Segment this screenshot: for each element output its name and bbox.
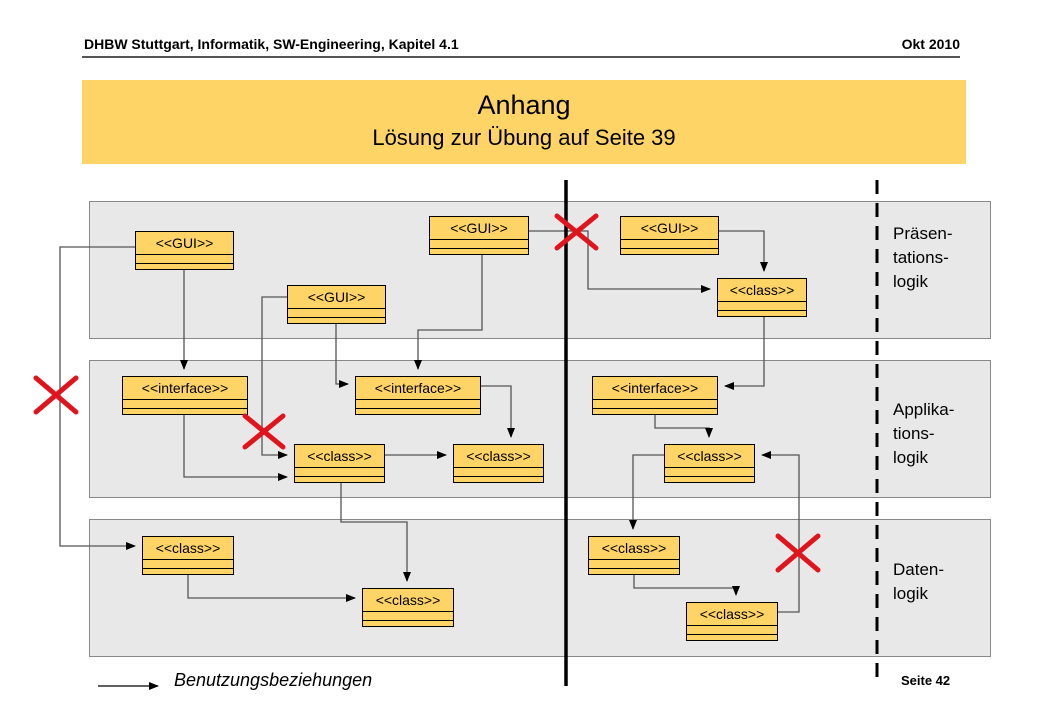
violation-cross-icon	[775, 533, 821, 573]
usage-arrow	[340, 483, 411, 582]
layer-label-application: Applika- tions- logik	[893, 400, 955, 467]
class-box: <<class>>	[294, 444, 385, 483]
usage-arrow	[761, 451, 800, 613]
class-name: <<GUI>>	[621, 217, 718, 240]
gui-class-box: <<GUI>>	[287, 285, 386, 324]
class-box: <<class>>	[588, 536, 680, 575]
layer-band-presentation	[89, 201, 991, 339]
class-box: <<class>>	[664, 444, 755, 483]
usage-arrow	[59, 246, 136, 550]
header-divider	[82, 56, 960, 58]
class-box: <<class>>	[142, 536, 234, 575]
class-name: <<class>>	[454, 445, 543, 468]
class-name: <<interface>>	[123, 377, 247, 400]
page-subtitle: Lösung zur Übung auf Seite 39	[372, 125, 676, 150]
class-name: <<GUI>>	[430, 217, 528, 240]
gui-class-box: <<GUI>>	[620, 216, 719, 255]
class-name: <<GUI>>	[136, 232, 233, 255]
usage-arrow	[261, 296, 288, 459]
usage-arrow	[335, 324, 349, 388]
class-name: <<class>>	[665, 445, 754, 468]
class-name: <<interface>>	[356, 377, 480, 400]
page-number: Seite 42	[901, 673, 951, 688]
title-banner: Anhang Lösung zur Übung auf Seite 39	[82, 80, 966, 164]
class-name: <<class>>	[143, 537, 233, 560]
usage-arrow	[529, 230, 711, 293]
class-name: <<class>>	[687, 603, 777, 626]
legend-label: Benutzungsbeziehungen	[174, 670, 373, 690]
usage-arrow	[724, 317, 765, 390]
usage-arrow	[654, 415, 713, 438]
class-box: <<class>>	[362, 588, 454, 627]
class-name: <<class>>	[295, 445, 384, 468]
layer-label-data: Daten- logik	[893, 560, 945, 603]
gui-class-box: <<GUI>>	[135, 231, 234, 270]
interface-box: <<interface>>	[592, 376, 718, 415]
usage-arrow	[187, 575, 356, 602]
violation-cross-icon	[33, 375, 79, 415]
class-name: <<interface>>	[593, 377, 717, 400]
class-box: <<class>>	[686, 602, 778, 641]
header-course: DHBW Stuttgart, Informatik, SW-Engineeri…	[84, 36, 459, 52]
violation-cross-icon	[554, 213, 599, 251]
interface-box: <<interface>>	[122, 376, 248, 415]
usage-arrow	[183, 415, 288, 481]
usage-arrow	[481, 385, 515, 438]
violation-cross-icon	[242, 413, 286, 450]
usage-arrow	[719, 230, 768, 272]
page-title: Anhang	[477, 90, 571, 120]
class-box: <<class>>	[453, 444, 544, 483]
layer-band-data	[89, 519, 991, 657]
usage-arrow	[633, 575, 740, 596]
class-box: <<class>>	[717, 278, 807, 317]
header-date: Okt 2010	[901, 36, 960, 52]
gui-class-box: <<GUI>>	[429, 216, 529, 255]
class-name: <<GUI>>	[288, 286, 385, 309]
class-name: <<class>>	[363, 589, 453, 612]
usage-arrow	[414, 255, 483, 370]
class-name: <<class>>	[589, 537, 679, 560]
interface-box: <<interface>>	[355, 376, 481, 415]
class-name: <<class>>	[718, 279, 806, 302]
usage-arrow	[629, 454, 664, 530]
layer-label-presentation: Präsen- tations- logik	[893, 224, 953, 291]
